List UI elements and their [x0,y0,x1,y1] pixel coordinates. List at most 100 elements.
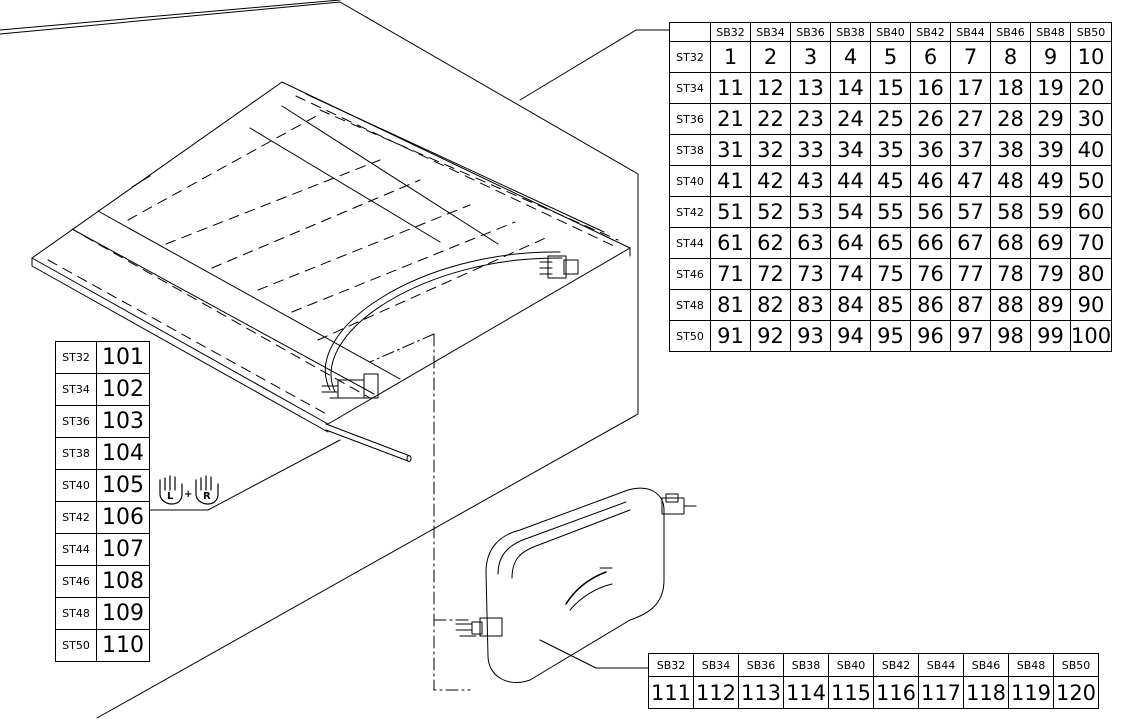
matrix-cell: 36 [910,134,951,166]
matrix-row-header: ST36 [669,103,711,135]
matrix-cell: 55 [870,196,911,228]
st-row-label: ST34 [55,373,97,406]
matrix-cell: 76 [910,258,951,290]
matrix-cell: 17 [950,72,991,104]
st-row-label: ST38 [55,437,97,470]
matrix-cell: 50 [1069,165,1113,197]
matrix-cell: 61 [710,227,751,259]
st-row-value: 110 [96,629,150,662]
cushion-buckle-left [455,617,503,637]
matrix-cell: 94 [830,320,871,352]
matrix-cell: 54 [830,196,871,228]
matrix-corner-cell [669,22,711,42]
cushion [485,487,665,684]
matrix-cell: 79 [1030,258,1071,290]
sb-col-header: SB32 [648,653,694,677]
matrix-cell: 33 [790,134,831,166]
sb-col-header: SB36 [738,653,784,677]
matrix-cell: 41 [710,165,751,197]
matrix-cell: 84 [830,289,871,321]
matrix-cell: 8 [990,41,1031,73]
st-row-label: ST40 [55,469,97,502]
matrix-col-header: SB38 [830,22,871,42]
matrix-row-header: ST34 [669,72,711,104]
matrix-cell: 42 [750,165,791,197]
matrix-cell: 64 [830,227,871,259]
matrix-cell: 83 [790,289,831,321]
matrix-cell: 58 [990,196,1031,228]
matrix-cell: 9 [1030,41,1071,73]
sb-cell: 113 [738,676,784,709]
matrix-cell: 67 [950,227,991,259]
matrix-row-header: ST48 [669,289,711,321]
matrix-cell: 71 [710,258,751,290]
sb-col-header: SB42 [873,653,919,677]
st-row-label: ST44 [55,533,97,566]
matrix-col-header: SB46 [990,22,1031,42]
matrix-cell: 23 [790,103,831,135]
matrix-col-header: SB48 [1030,22,1071,42]
matrix-cell: 90 [1069,289,1113,321]
matrix-col-header: SB50 [1069,22,1113,42]
hand-left-label: L [167,491,174,502]
matrix-cell: 37 [950,134,991,166]
matrix-cell: 59 [1030,196,1071,228]
matrix-cell: 14 [830,72,871,104]
matrix-cell: 69 [1030,227,1071,259]
matrix-cell: 43 [790,165,831,197]
matrix-cell: 56 [910,196,951,228]
matrix-cell: 73 [790,258,831,290]
hand-icon [159,475,219,505]
matrix-cell: 46 [910,165,951,197]
st-row-label: ST46 [55,565,97,598]
matrix-cell: 10 [1069,41,1113,73]
matrix-col-header: SB42 [910,22,951,42]
matrix-cell: 62 [750,227,791,259]
matrix-cell: 18 [990,72,1031,104]
matrix-cell: 35 [870,134,911,166]
matrix-cell: 27 [950,103,991,135]
matrix-cell: 12 [750,72,791,104]
matrix-cell: 39 [1030,134,1071,166]
hand-right-label: R [203,491,211,502]
matrix-cell: 87 [950,289,991,321]
cushion-buckle-right [661,493,697,515]
matrix-cell: 52 [750,196,791,228]
matrix-cell: 44 [830,165,871,197]
sb-cell: 118 [963,676,1009,709]
st-row-value: 104 [96,437,150,470]
matrix-cell: 48 [990,165,1031,197]
sb-cell: 112 [693,676,739,709]
matrix-row-header: ST38 [669,134,711,166]
sb-cell: 111 [648,676,694,709]
matrix-cell: 77 [950,258,991,290]
matrix-cell: 22 [750,103,791,135]
matrix-row-header: ST40 [669,165,711,197]
matrix-cell: 7 [950,41,991,73]
matrix-header-row: SB32 SB34 SB36 SB38 SB40 SB42 SB44 SB46 … [669,22,1113,42]
matrix-row-header: ST32 [669,41,711,73]
matrix-cell: 3 [790,41,831,73]
matrix-cell: 28 [990,103,1031,135]
matrix-col-header: SB32 [710,22,751,42]
matrix-cell: 15 [870,72,911,104]
st-row-value: 106 [96,501,150,534]
matrix-cell: 6 [910,41,951,73]
matrix-cell: 96 [910,320,951,352]
matrix-cell: 51 [710,196,751,228]
matrix-cell: 72 [750,258,791,290]
